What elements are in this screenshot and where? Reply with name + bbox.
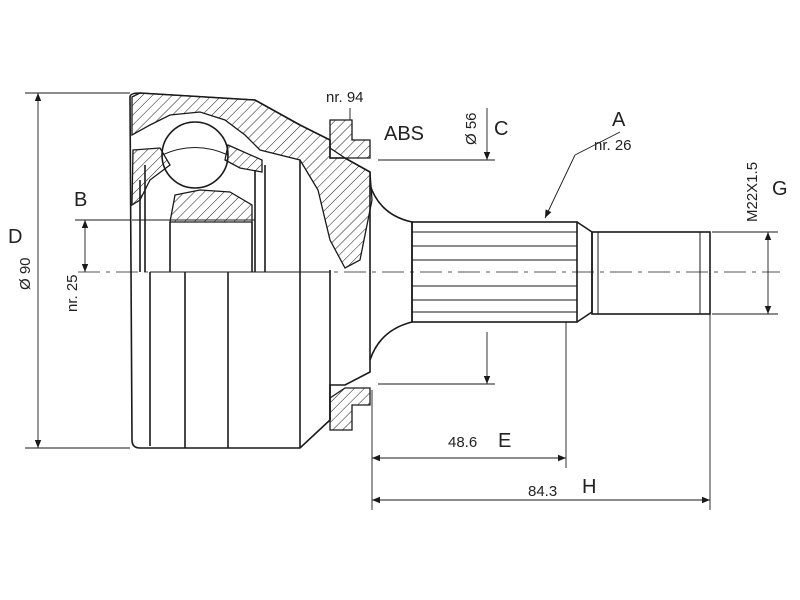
label-nr94: nr. 94 [326,89,364,106]
outer-race-section [131,92,373,269]
label-C: C [494,118,508,140]
label-B: B [74,189,87,211]
label-H: H [582,476,596,498]
label-nr26: nr. 26 [594,137,632,154]
label-abs: ABS [384,123,424,145]
label-A: A [612,109,626,131]
label-dia56: Ø 56 [463,112,480,145]
inner-race-section [131,147,171,207]
cage-section [224,144,263,173]
label-len486: 48.6 [448,434,477,451]
abs-ring [329,119,371,431]
inner-hub-section [169,189,253,223]
label-E: E [498,430,511,452]
label-D: D [8,226,22,248]
ball [161,121,229,189]
stub-shaft [369,184,711,361]
label-nr25: nr. 25 [64,274,81,312]
label-len843: 84.3 [528,483,557,500]
label-dia90: Ø 90 [17,257,34,290]
label-G: G [772,178,788,200]
label-thread: M22X1.5 [744,162,761,222]
